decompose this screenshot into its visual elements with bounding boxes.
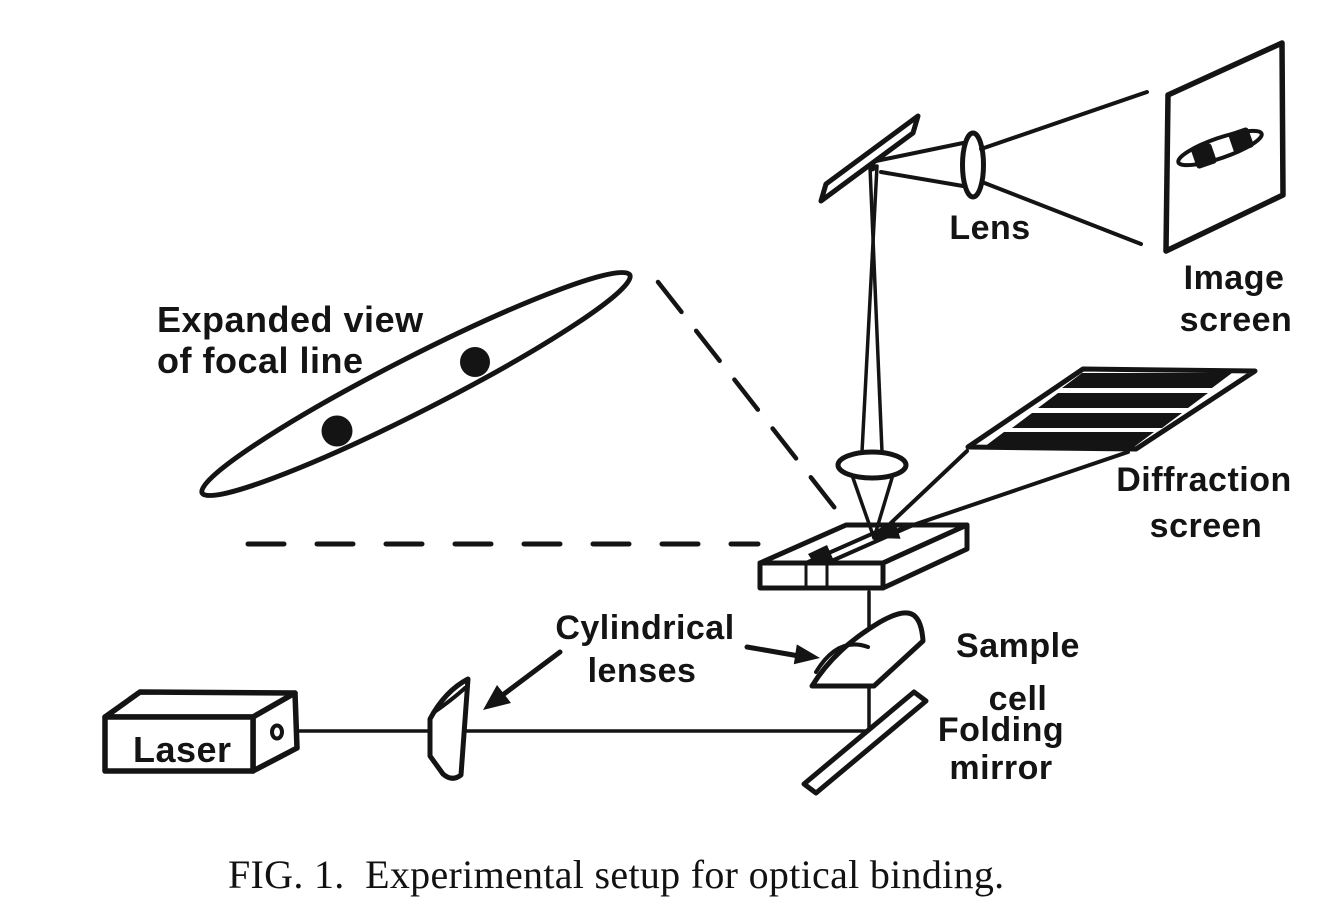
focal-line-expanded-view xyxy=(199,269,633,499)
sample-cell-front-face xyxy=(757,560,886,591)
sample-channel-dark-patch xyxy=(808,545,834,565)
laser-box-front-face xyxy=(102,714,256,774)
label-image-screen-line2: screen xyxy=(1179,301,1293,339)
imaged-particle-1 xyxy=(1191,143,1217,169)
label-folding-mirror-line1: Folding xyxy=(937,711,1065,749)
converging-ray-2 xyxy=(872,476,894,540)
image-screen-shape xyxy=(1163,40,1286,254)
label-cylindrical-lenses-line1: Cylindrical xyxy=(555,609,735,647)
focal-spot-arrowhead xyxy=(875,521,901,539)
vertical-beam-ray-1 xyxy=(868,165,884,454)
sample-cell-shape xyxy=(757,522,970,591)
diffraction-projection-line-1 xyxy=(873,449,969,540)
label-sample-cell-line1: Sample xyxy=(956,627,1080,665)
turning-mirror xyxy=(818,113,921,204)
dashed-callout-line-diagonal xyxy=(655,279,841,515)
label-laser: Laser xyxy=(133,729,232,770)
diffraction-screen-panel xyxy=(965,366,1258,452)
imaged-focal-line-ellipse xyxy=(1176,128,1264,168)
label-diffraction-screen-line2: screen xyxy=(1149,507,1263,545)
cylindrical-lens-2 xyxy=(809,610,926,689)
trapped-particle-dot-2 xyxy=(460,347,490,377)
cylindrical-lens-1-body xyxy=(427,676,471,781)
label-cylindrical-lenses-line2: lenses xyxy=(587,652,697,690)
cylindrical-lenses-arrow-left xyxy=(483,649,563,710)
screen-ray-lower xyxy=(980,180,1143,246)
focusing-lens xyxy=(835,449,909,481)
label-sample-cell-line2: cell xyxy=(988,680,1048,718)
label-folding-mirror-line2: mirror xyxy=(949,749,1053,787)
diffraction-fringe-2 xyxy=(1038,393,1208,408)
image-screen-panel xyxy=(1163,40,1286,254)
label-expanded-view-line2: of focal line xyxy=(157,340,364,381)
diffraction-fringe-1 xyxy=(1062,373,1232,388)
imaged-particle-2 xyxy=(1228,127,1254,153)
label-image-screen-line1: Image xyxy=(1183,259,1285,297)
imaging-ray-upper xyxy=(874,141,965,163)
converging-ray-1 xyxy=(851,476,876,540)
diffraction-projection-line-2 xyxy=(873,450,1130,540)
diffraction-screen-shape xyxy=(965,366,1258,452)
diffraction-fringe-3 xyxy=(1012,413,1182,428)
arrowhead-right xyxy=(793,644,820,665)
diffraction-fringe-4 xyxy=(984,432,1154,447)
vertical-beam-ray-2 xyxy=(860,164,879,454)
label-lens: Lens xyxy=(949,209,1031,247)
laser-aperture xyxy=(270,723,284,741)
label-expanded-view-line1: Expanded view xyxy=(157,299,424,340)
cylindrical-lens-2-curve xyxy=(814,642,870,674)
cylindrical-lens-1 xyxy=(427,676,471,781)
cylindrical-lens-2-body xyxy=(809,610,926,689)
folding-mirror-shape xyxy=(801,689,929,796)
cylindrical-lens-1-curve xyxy=(431,686,467,715)
screen-ray-upper xyxy=(979,90,1149,151)
figure-caption: FIG. 1. Experimental setup for optical b… xyxy=(228,852,1005,897)
mirror-reflection-point xyxy=(867,162,877,172)
imaging-lens xyxy=(960,130,986,200)
label-diffraction-screen-line1: Diffraction xyxy=(1116,461,1292,499)
arrowhead-left xyxy=(483,685,511,710)
trapped-particle-dot-1 xyxy=(321,415,353,447)
cylindrical-lenses-arrow-right xyxy=(744,644,820,665)
focal-line-ellipse xyxy=(199,269,633,499)
laser-box xyxy=(102,689,300,774)
imaging-ray-lower xyxy=(879,170,965,188)
